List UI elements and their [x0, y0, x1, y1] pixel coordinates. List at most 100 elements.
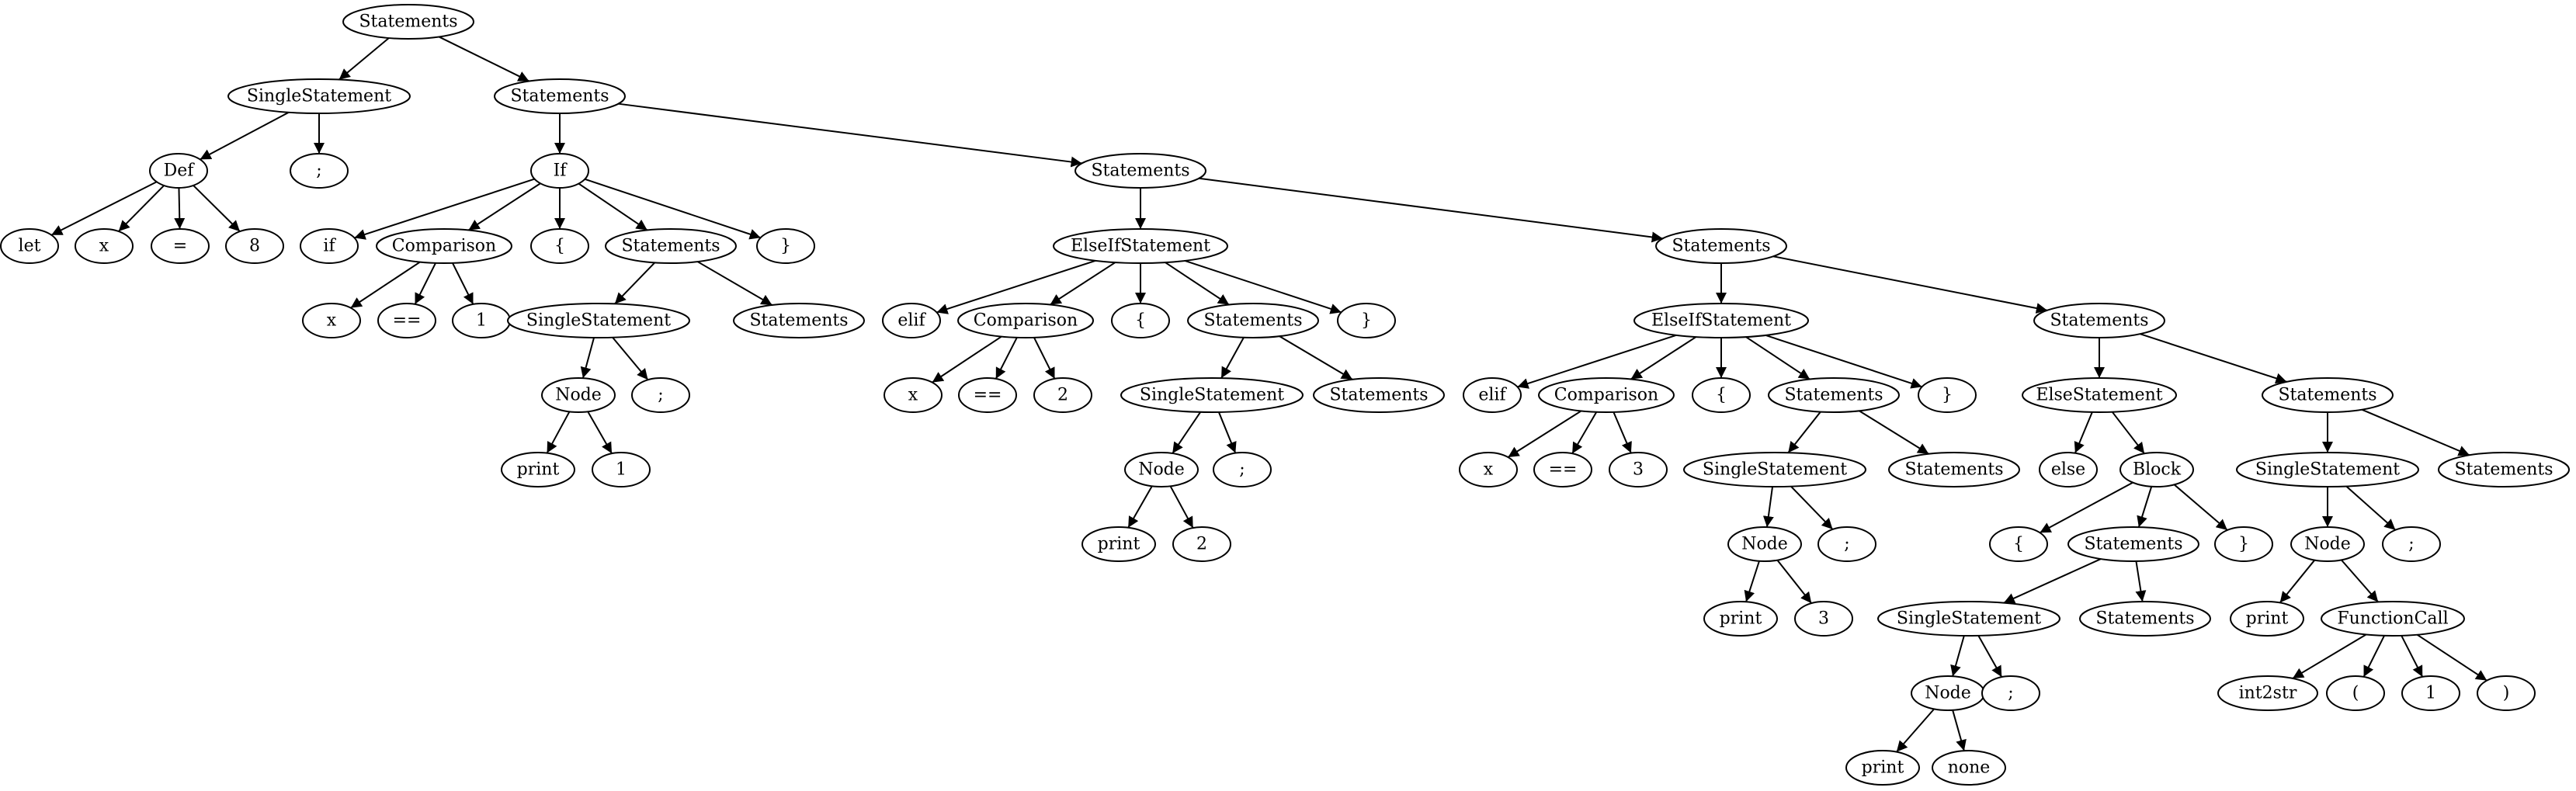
node-label: { [1716, 386, 1727, 405]
tree-node-symbol: == [958, 377, 1017, 413]
node-ellipse [494, 78, 626, 114]
node-ellipse [2321, 601, 2465, 637]
node-label: } [780, 237, 791, 256]
node-label: 1 [2425, 684, 2436, 703]
node-ellipse [1172, 526, 1231, 562]
edge-n43-n59 [2140, 333, 2287, 384]
tree-node-x: x [75, 228, 134, 264]
edge-n13-n17 [350, 261, 421, 309]
node-label: print [2246, 609, 2289, 629]
tree-node-singlestatement: SingleStatement [1877, 601, 2060, 637]
node-ellipse [2438, 452, 2570, 487]
edge-n58-n61 [2111, 411, 2145, 454]
tree-node-3: 3 [1609, 452, 1668, 487]
edge-n67-n69 [1896, 708, 1935, 753]
node-label: Comparison [1554, 386, 1658, 405]
tree-node-symbol: ; [290, 153, 349, 189]
edge-n76-n77 [2292, 633, 2367, 679]
tree-node-x: x [1459, 452, 1518, 487]
tree-node-statements: Statements [1074, 153, 1206, 189]
edge-n63-n65 [2003, 558, 2102, 604]
node-ellipse [631, 377, 690, 413]
node-ellipse [1313, 377, 1445, 413]
tree-node-symbol: = [151, 228, 210, 264]
node-ellipse [1692, 377, 1751, 413]
tree-node-comparison: Comparison [957, 303, 1094, 338]
edge-n10-n13 [467, 182, 541, 231]
edge-n26-n32 [1184, 259, 1342, 314]
node-label: 1 [616, 460, 627, 480]
node-label: elif [1478, 386, 1507, 405]
node-ellipse [884, 377, 943, 413]
edge-n61-n64 [2173, 484, 2228, 531]
tree-node-if: if [300, 228, 359, 264]
node-ellipse [2067, 526, 2199, 562]
edge-n4-n9 [193, 185, 241, 232]
edge-n20-n23 [612, 337, 649, 380]
edge-n29-n35 [1033, 337, 1056, 380]
edge-n15-n20 [614, 262, 656, 305]
node-ellipse [1124, 452, 1199, 487]
tree-node-singlestatement: SingleStatement [2236, 452, 2419, 487]
edge-n3-n11 [618, 102, 1082, 168]
tree-node-statements: Statements [2033, 303, 2165, 338]
node-ellipse [376, 228, 512, 264]
node-label: SingleStatement [1703, 460, 1847, 480]
node-label: let [19, 237, 41, 256]
node-ellipse [1053, 228, 1228, 264]
node-ellipse [2022, 377, 2177, 413]
node-label: Statements [2278, 386, 2376, 405]
tree-node-statements: Statements [2262, 377, 2394, 413]
tree-node-functioncall: FunctionCall [2321, 601, 2465, 637]
node-ellipse [605, 228, 737, 264]
node-label: ; [2008, 684, 2013, 703]
tree-node-x: x [302, 303, 361, 338]
node-label: Statements [1203, 311, 1302, 331]
node-ellipse [1888, 452, 2020, 487]
tree-node-symbol: ( [2326, 675, 2385, 711]
tree-node-statements: Statements [1888, 452, 2020, 487]
edge-n29-n34 [995, 337, 1018, 380]
edge-n36-n38 [1172, 411, 1202, 454]
node-label: ( [2352, 684, 2359, 703]
edge-n13-n19 [452, 262, 474, 305]
node-label: } [1361, 311, 1372, 331]
node-ellipse [1533, 452, 1592, 487]
node-label: ; [658, 386, 663, 405]
node-ellipse [2079, 601, 2211, 637]
edge-n1-n3 [439, 36, 529, 82]
node-ellipse [1877, 601, 2060, 637]
edge-n76-n79 [2401, 635, 2424, 678]
node-label: { [1135, 311, 1146, 331]
edge-n2-n4 [200, 111, 290, 161]
tree-node-2: 2 [1033, 377, 1092, 413]
tree-node-print: print [2230, 601, 2304, 637]
edge-n61-n63 [2137, 486, 2153, 528]
node-label: print [1720, 609, 1762, 629]
edge-n42-n47 [1745, 336, 1810, 380]
tree-node-print: print [1081, 526, 1156, 562]
node-label: 2 [1196, 535, 1207, 554]
node-ellipse [756, 228, 815, 264]
edge-n22-n24 [546, 411, 571, 454]
edge-n58-n60 [2074, 411, 2093, 454]
node-ellipse [501, 452, 575, 487]
tree-node-elif: elif [1463, 377, 1522, 413]
node-ellipse [1033, 377, 1092, 413]
node-label: FunctionCall [2337, 609, 2448, 629]
node-ellipse [1074, 153, 1206, 189]
node-ellipse [1932, 750, 2006, 786]
node-ellipse [1768, 377, 1900, 413]
edge-n4-n6 [50, 181, 158, 236]
tree-node-print: print [1845, 750, 1920, 786]
edge-n45-n51 [1613, 411, 1632, 454]
node-ellipse [1727, 526, 1802, 562]
node-label: print [1098, 535, 1140, 554]
node-label: Comparison [392, 237, 496, 256]
node-label: 1 [476, 311, 487, 331]
tree-node-statements: Statements [605, 228, 737, 264]
node-label: SingleStatement [1140, 386, 1284, 405]
tree-node-symbol: { [530, 228, 589, 264]
node-label: ) [2503, 684, 2510, 703]
